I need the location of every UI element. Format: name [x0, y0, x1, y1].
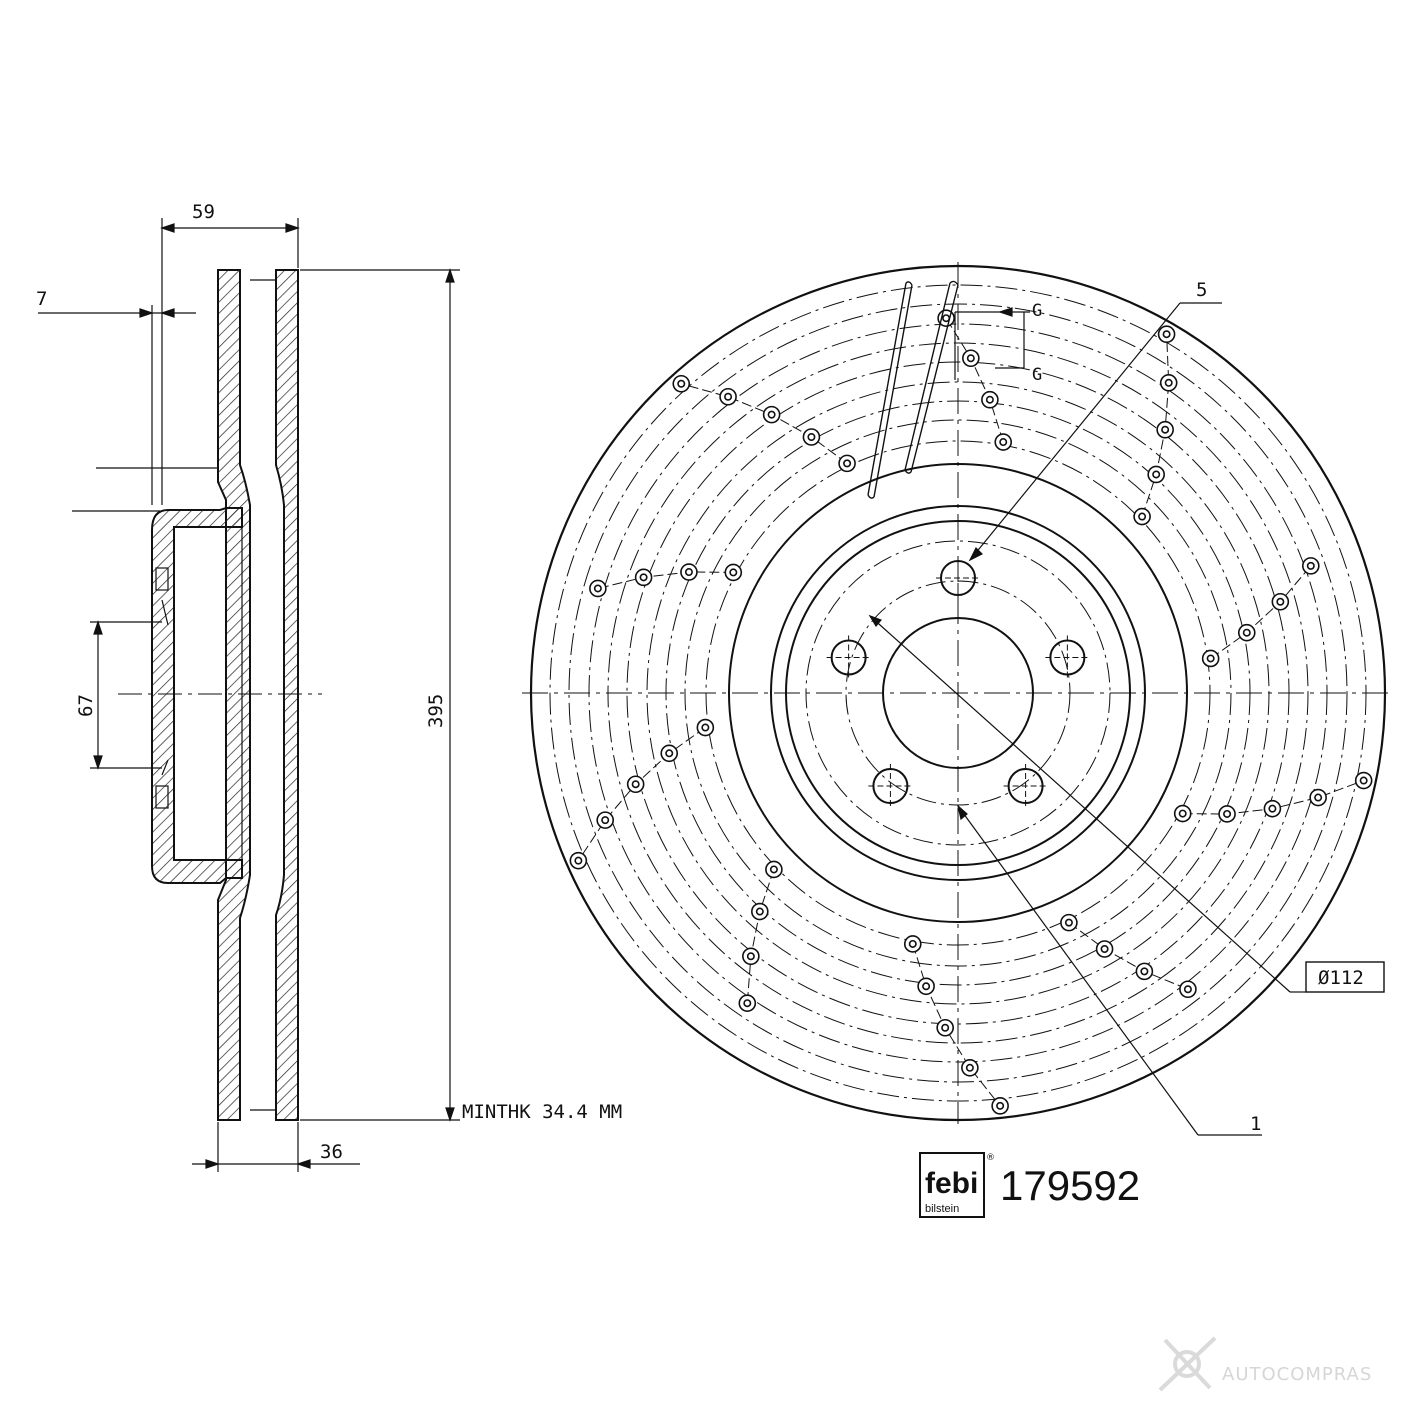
- drilled-hole: [1095, 940, 1114, 958]
- drilled-hole: [1173, 804, 1192, 823]
- drilled-hole: [634, 568, 653, 587]
- dim-flange: 7: [36, 288, 47, 310]
- drilled-hole: [1237, 623, 1256, 642]
- drilled-hole: [917, 977, 935, 996]
- drilled-hole: [1309, 788, 1327, 807]
- drilled-hole: [762, 405, 781, 424]
- dim-overall-width: 59: [192, 201, 215, 223]
- drilled-hole: [1271, 592, 1290, 611]
- watermark-logo-icon: [1158, 1336, 1217, 1392]
- left-friction-ring: [217, 269, 251, 1121]
- drilled-hole: [802, 428, 821, 446]
- drilled-hole: [1135, 962, 1154, 981]
- watermark-text: AUTOCOMPRAS: [1222, 1364, 1372, 1385]
- drilled-hole: [738, 994, 757, 1013]
- logo-text: febi: [925, 1167, 978, 1200]
- logo-subtext: bilstein: [925, 1203, 959, 1215]
- drilled-hole: [596, 811, 615, 829]
- drilled-hole: [1263, 799, 1282, 818]
- drilled-hole: [903, 935, 922, 953]
- side-section-view: [118, 269, 322, 1121]
- drilled-hole: [719, 387, 737, 406]
- dim-diameter: 395: [425, 694, 447, 728]
- callout-bolt-holes: 5: [1196, 279, 1207, 301]
- drilled-hole: [1157, 325, 1176, 344]
- drilled-hole: [1179, 980, 1197, 999]
- part-number: 179592: [1000, 1162, 1140, 1209]
- drilled-hole: [1354, 771, 1373, 790]
- drilled-hole: [838, 454, 856, 473]
- drilled-hole: [1060, 913, 1078, 932]
- brand-logo: febi bilstein ®: [919, 1152, 995, 1218]
- registered-mark: ®: [986, 1153, 995, 1163]
- section-marker: [954, 307, 1030, 380]
- pcd-box: [1305, 961, 1385, 993]
- groove-lines: [867, 280, 959, 499]
- drilled-hole: [1301, 557, 1320, 575]
- watermark: AUTOCOMPRAS: [1158, 1336, 1372, 1392]
- callout-item: 1: [1250, 1113, 1261, 1135]
- drilled-hole: [724, 563, 743, 582]
- drilled-hole: [742, 947, 760, 966]
- dim-min-thickness: MINTHK 34.4 MM: [462, 1101, 622, 1123]
- drilled-hole: [936, 1018, 954, 1037]
- section-label-bottom: G: [1032, 365, 1042, 385]
- drilled-hole: [660, 744, 679, 763]
- drilled-hole: [569, 851, 588, 870]
- drilled-hole: [626, 775, 645, 794]
- leaders: [868, 302, 1306, 1136]
- drilled-hole: [991, 1097, 1009, 1115]
- drilled-hole: [589, 579, 607, 598]
- drilled-hole: [1133, 507, 1151, 526]
- drilled-hole: [961, 1059, 979, 1077]
- pcd-label: Ø112: [1318, 967, 1364, 989]
- drilled-hole: [962, 349, 980, 368]
- drilled-hole: [1159, 373, 1178, 392]
- drilled-hole: [994, 433, 1013, 451]
- front-view: [522, 262, 1392, 1124]
- drilled-hole: [1218, 805, 1236, 823]
- drilled-hole: [696, 718, 715, 737]
- dim-center-bore: 67: [75, 694, 97, 717]
- right-friction-ring: [275, 269, 299, 1121]
- drilled-hole: [765, 860, 783, 879]
- side-dimensions: [38, 218, 460, 1172]
- hub-hat-section: [151, 507, 243, 884]
- drilled-hole: [680, 563, 698, 581]
- drilled-hole: [1201, 649, 1220, 668]
- section-label-top: G: [1032, 301, 1042, 321]
- drilled-hole: [672, 374, 691, 393]
- drilled-hole: [1147, 465, 1165, 484]
- drilled-hole: [751, 902, 769, 921]
- dim-thickness: 36: [320, 1141, 343, 1163]
- drilled-hole: [1156, 420, 1174, 439]
- drilled-hole: [981, 390, 999, 409]
